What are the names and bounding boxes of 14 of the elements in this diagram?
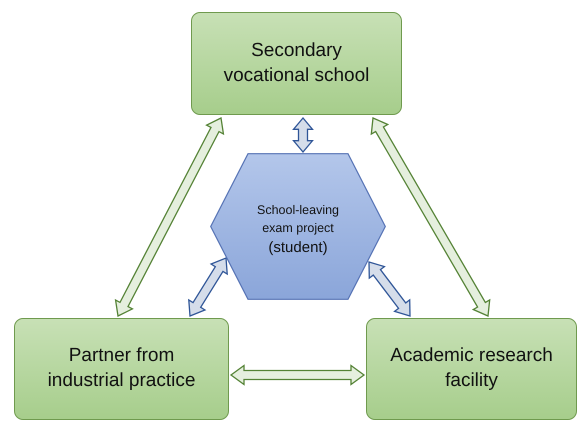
rounded-box (366, 318, 577, 420)
node-text: (student) (268, 238, 328, 258)
double-arrow (370, 117, 490, 317)
double-arrow (188, 257, 228, 317)
node-text: Academic research facility (389, 344, 554, 393)
double-arrow (114, 117, 224, 317)
rounded-box (14, 318, 229, 420)
double-arrow (368, 261, 411, 317)
node-text: Partner from industrial practice (46, 344, 196, 393)
double-arrow (292, 116, 314, 154)
node-text: Secondary vocational school (222, 38, 370, 88)
rounded-box (191, 12, 402, 115)
double-arrow (230, 364, 366, 386)
node-text: School-leaving exam project (256, 202, 340, 237)
